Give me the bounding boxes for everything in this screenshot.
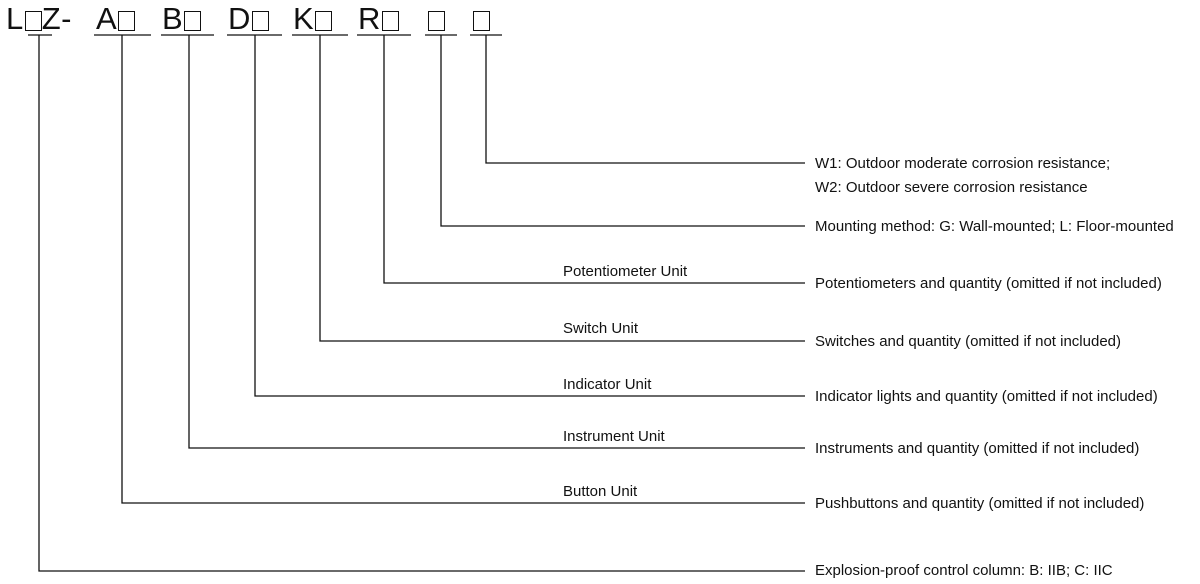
code-letter-d: D <box>228 1 251 36</box>
code-letter-z: Z- <box>41 1 73 36</box>
leader-instrument-unit <box>188 35 805 449</box>
leader-column-type <box>38 35 805 572</box>
desc-instruments: Instruments and quantity (omitted if not… <box>815 440 1140 457</box>
code-placeholder-box <box>251 11 269 31</box>
code-placeholder-box <box>24 11 42 31</box>
unit-label-switch: Switch Unit <box>563 320 639 337</box>
leader-switch-unit <box>319 35 805 342</box>
leader-potentiometer-unit <box>383 35 805 284</box>
unit-label-button: Button Unit <box>563 483 638 500</box>
code-placeholder-box <box>381 11 399 31</box>
code-segment-b: B <box>162 0 202 38</box>
desc-corrosion-w2: W2: Outdoor severe corrosion resistance <box>815 179 1088 196</box>
unit-label-indicator: Indicator Unit <box>563 376 652 393</box>
desc-pushbuttons: Pushbuttons and quantity (omitted if not… <box>815 495 1145 512</box>
code-segment-d: D <box>228 0 269 38</box>
code-segment-k: K <box>293 0 333 38</box>
desc-column-type: Explosion-proof control column: B: IIB; … <box>815 562 1113 579</box>
unit-label-instrument: Instrument Unit <box>563 428 665 445</box>
code-placeholder-box <box>473 11 490 31</box>
leader-indicator-unit <box>254 35 805 397</box>
desc-mounting: Mounting method: G: Wall-mounted; L: Flo… <box>815 218 1174 235</box>
desc-switches: Switches and quantity (omitted if not in… <box>815 333 1121 350</box>
code-letter-l: L <box>6 1 24 36</box>
code-segment-a: A <box>96 0 136 38</box>
code-letter-a: A <box>96 1 118 36</box>
code-segment-r: R <box>358 0 399 38</box>
leader-corrosion <box>485 35 805 164</box>
desc-indicators: Indicator lights and quantity (omitted i… <box>815 388 1158 405</box>
code-letter-r: R <box>358 1 381 36</box>
leader-button-unit <box>121 35 805 504</box>
desc-corrosion-w1: W1: Outdoor moderate corrosion resistanc… <box>815 155 1111 172</box>
code-placeholder-box <box>315 11 333 31</box>
code-prefix: L Z- <box>6 0 72 38</box>
code-segment-mounting <box>427 0 445 38</box>
code-placeholder-box <box>428 11 445 31</box>
code-placeholder-box <box>184 11 202 31</box>
code-segment-corrosion <box>472 0 490 38</box>
code-placeholder-box <box>118 11 136 31</box>
leader-mounting <box>440 35 805 227</box>
desc-potentiometers: Potentiometers and quantity (omitted if … <box>815 275 1162 292</box>
code-letter-k: K <box>293 1 315 36</box>
unit-label-potentiometer: Potentiometer Unit <box>563 263 688 280</box>
code-letter-b: B <box>162 1 184 36</box>
